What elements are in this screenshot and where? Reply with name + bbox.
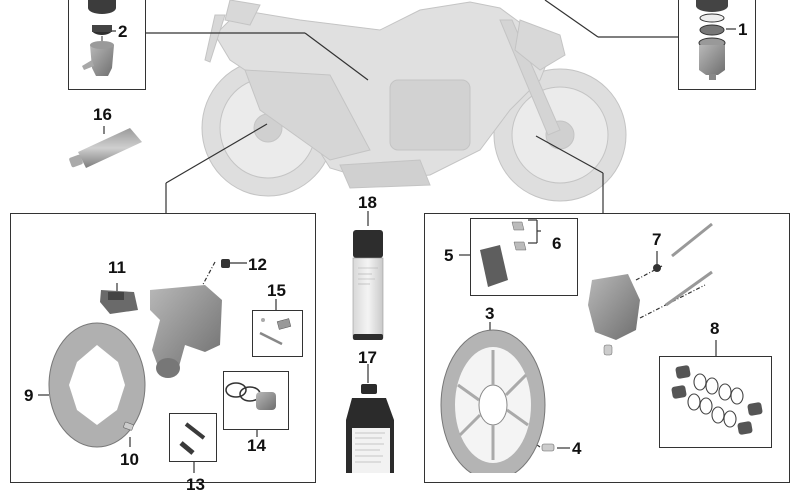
callout-14[interactable]: 14: [247, 436, 266, 455]
box-seal-kit-14: [223, 371, 289, 430]
callout-18[interactable]: 18: [358, 193, 377, 212]
brake-fluid-bottle: [346, 384, 394, 473]
pad-retaining-springs: [511, 221, 527, 251]
grease-tube: [69, 128, 142, 168]
box-pad-kit-5-6: [470, 218, 578, 296]
callout-16[interactable]: 16: [93, 105, 112, 124]
callout-9[interactable]: 9: [24, 386, 34, 405]
rear-pad-pin-spring-kit: [259, 318, 292, 346]
box-seal-kit-8: [659, 356, 772, 448]
rear-caliper-bolt-set: [179, 422, 206, 455]
box-rear-reservoir: [68, 0, 146, 90]
rear-caliper: [150, 285, 222, 378]
rear-brake-pad: [100, 290, 138, 314]
front-reservoir-exploded: [696, 0, 728, 80]
motorcycle-illustration: [201, 0, 627, 202]
callout-10[interactable]: 10: [120, 450, 139, 469]
callout-17[interactable]: 17: [358, 348, 377, 367]
front-piston-seal-kit: [671, 365, 763, 435]
spray-can: [352, 230, 384, 340]
rear-brake-disc: [48, 322, 146, 448]
front-brake-pad: [480, 245, 508, 287]
front-caliper: [588, 274, 640, 356]
callout-3[interactable]: 3: [485, 304, 495, 323]
callout-6[interactable]: 6: [552, 234, 562, 253]
front-brake-disc: [440, 329, 546, 473]
front-bleed-valve: [653, 264, 661, 272]
callout-12[interactable]: 12: [248, 255, 267, 274]
callout-1[interactable]: 1: [738, 20, 748, 39]
front-caliper-bolts: [665, 222, 713, 307]
rear-bleed-valve: [221, 259, 230, 268]
callout-2[interactable]: 2: [118, 22, 128, 41]
callout-15[interactable]: 15: [267, 281, 286, 300]
leader-lines: [38, 0, 736, 473]
rear-disc-bolt: [123, 421, 134, 431]
box-front-reservoir: [678, 0, 756, 90]
front-disc-bolt: [541, 443, 555, 452]
rear-reservoir-exploded: [82, 0, 116, 76]
box-pin-kit-15: [252, 310, 303, 357]
callout-8[interactable]: 8: [710, 319, 720, 338]
parts-diagram-canvas: [38, 0, 763, 473]
callout-5[interactable]: 5: [444, 246, 454, 265]
callout-4[interactable]: 4: [572, 439, 582, 458]
callout-7[interactable]: 7: [652, 230, 662, 249]
callout-13[interactable]: 13: [186, 475, 205, 494]
box-bolt-set-13: [169, 413, 217, 462]
callout-11[interactable]: 11: [108, 258, 126, 277]
rear-piston-seal-kit: [225, 382, 276, 410]
